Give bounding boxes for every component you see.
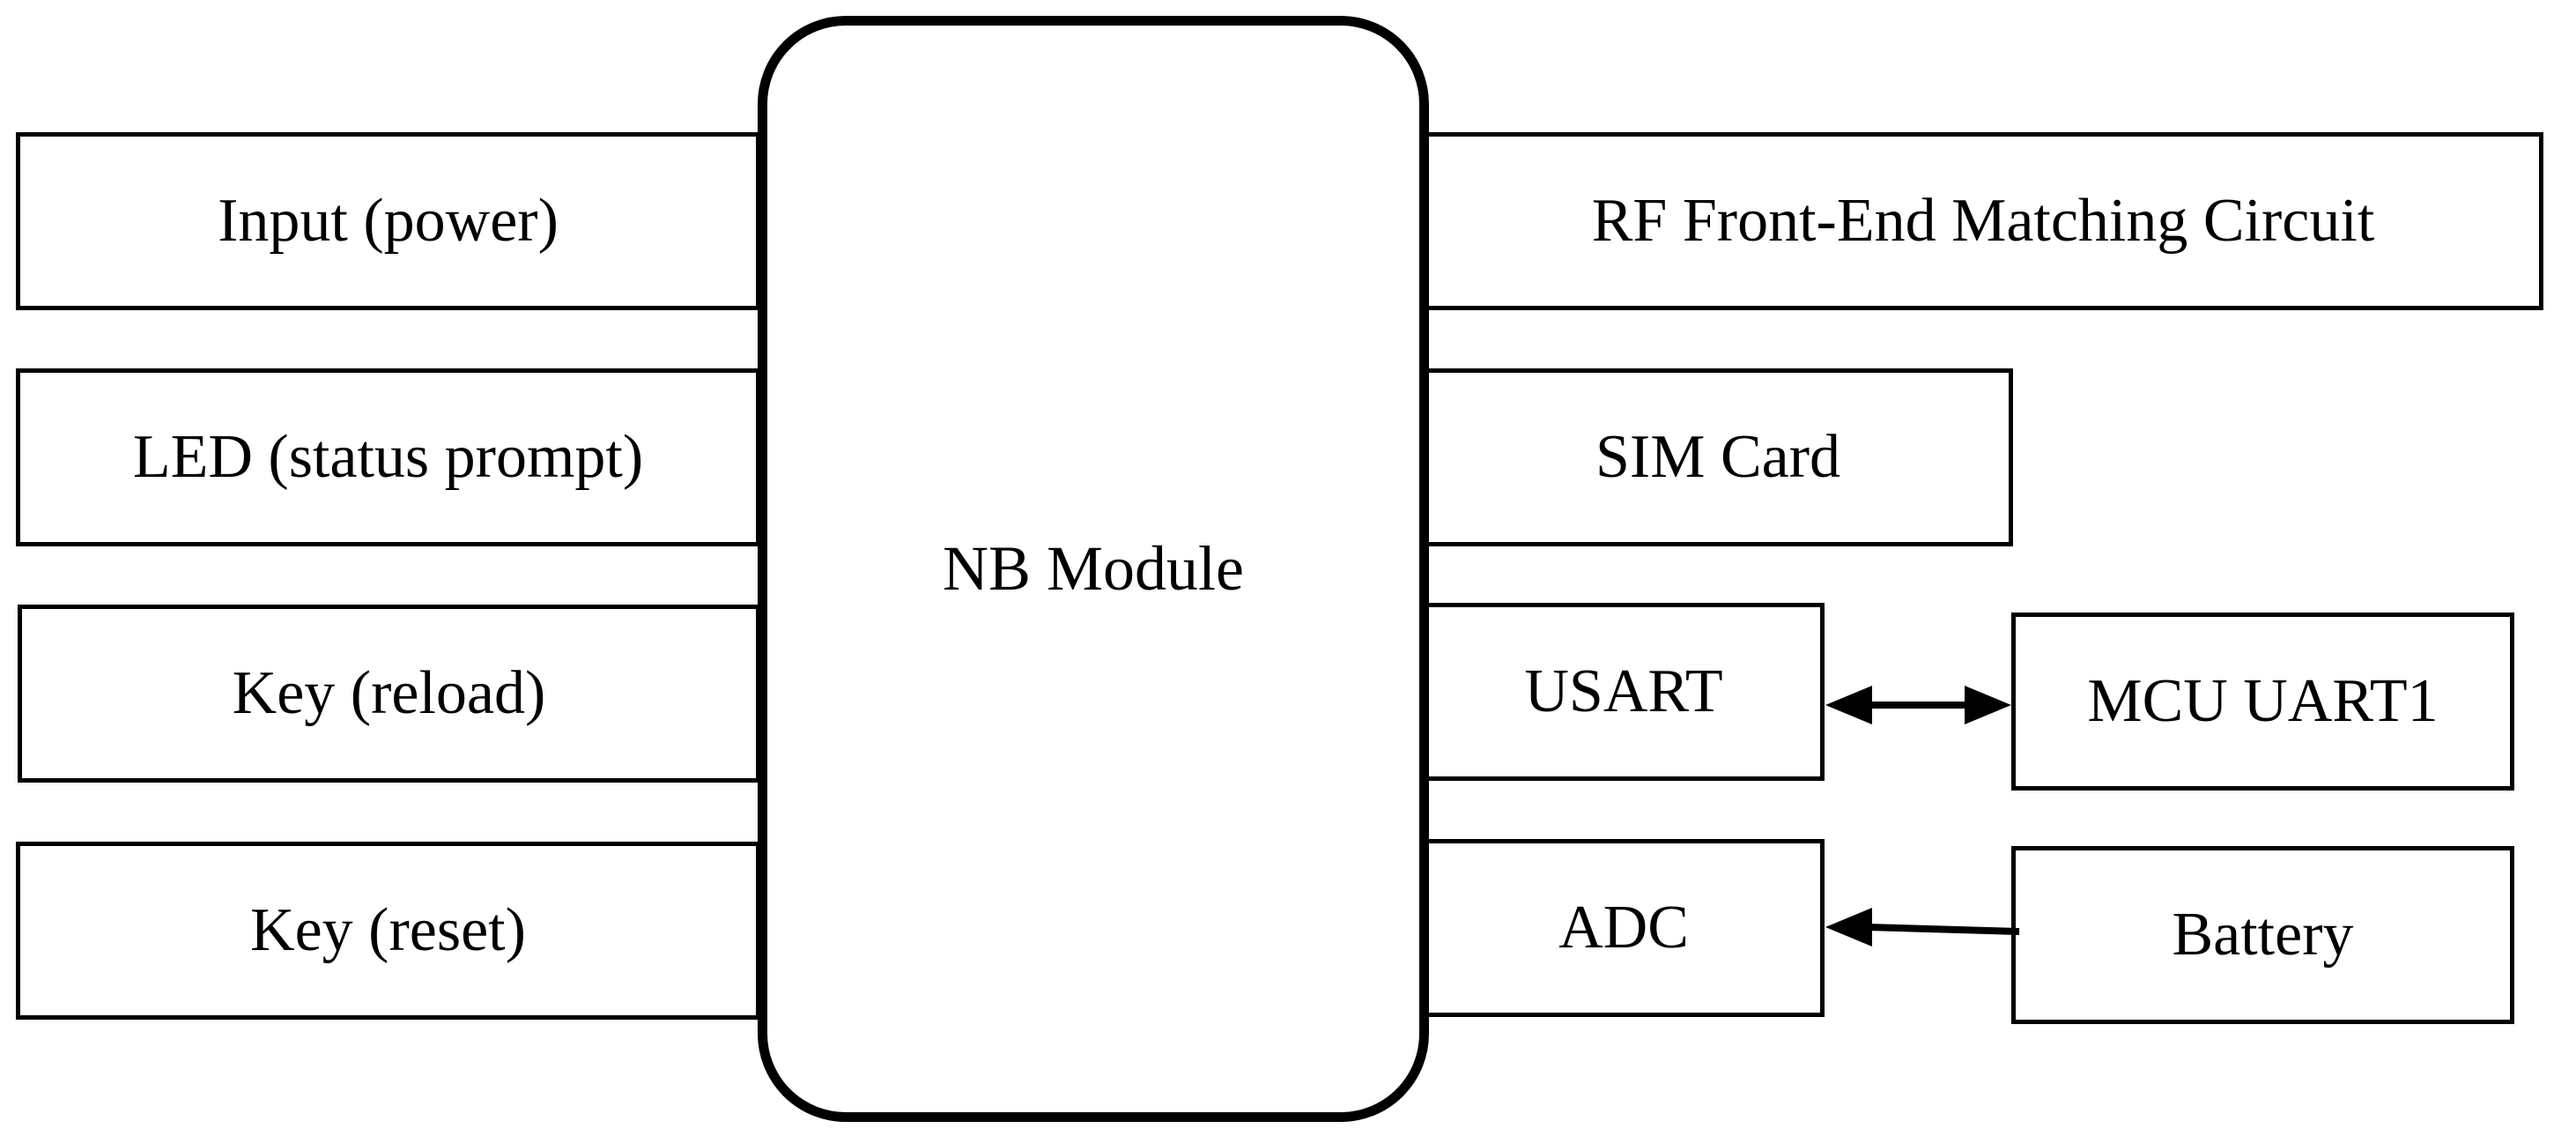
- mcu-uart1-label: MCU UART1: [2087, 667, 2439, 735]
- key-reset-label: Key (reset): [250, 896, 526, 964]
- battery-adc-arrow: [1825, 908, 2020, 947]
- adc-label: ADC: [1558, 894, 1689, 962]
- usart-mcu-arrow: [1825, 686, 2011, 724]
- led-status-block: LED (status prompt): [16, 368, 760, 546]
- nb-module-label: NB Module: [943, 533, 1244, 604]
- rf-front-end-block: RF Front-End Matching Circuit: [1423, 132, 2543, 310]
- arrowhead-right-icon: [1965, 686, 2011, 724]
- input-power-block: Input (power): [16, 132, 760, 310]
- usart-block: USART: [1423, 603, 1825, 781]
- nb-module-block: NB Module: [758, 16, 1429, 1122]
- arrowhead-left-icon: [1825, 686, 1872, 724]
- input-power-label: Input (power): [218, 187, 559, 255]
- led-status-label: LED (status prompt): [132, 423, 644, 491]
- sim-card-label: SIM Card: [1595, 423, 1841, 491]
- adc-block: ADC: [1423, 839, 1825, 1017]
- key-reload-label: Key (reload): [232, 659, 546, 727]
- battery-label: Battery: [2172, 901, 2354, 969]
- mcu-uart1-block: MCU UART1: [2011, 613, 2514, 791]
- battery-block: Battery: [2011, 846, 2514, 1024]
- key-reload-block: Key (reload): [18, 605, 760, 783]
- arrowhead-left-icon: [1825, 908, 1872, 947]
- usart-label: USART: [1524, 657, 1723, 725]
- rf-front-end-label: RF Front-End Matching Circuit: [1591, 187, 2375, 255]
- key-reset-block: Key (reset): [16, 842, 760, 1020]
